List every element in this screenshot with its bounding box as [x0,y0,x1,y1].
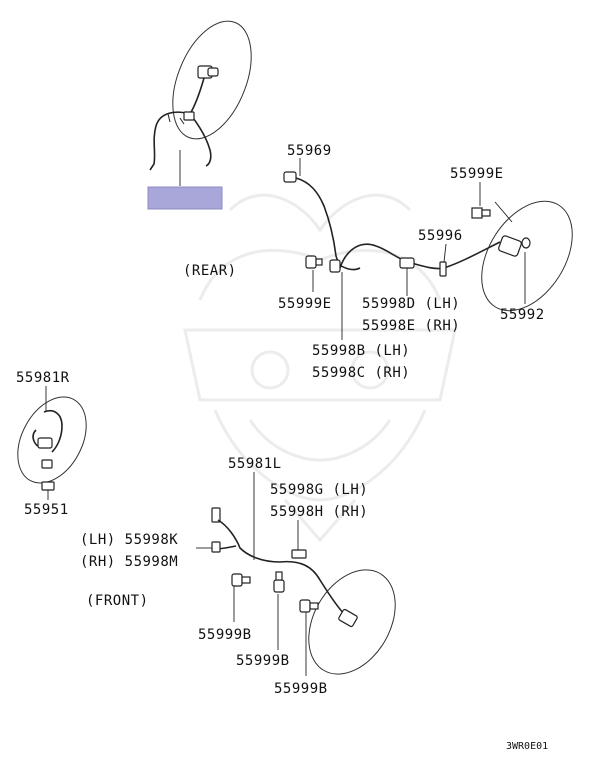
rear-right-sensor-group [283,158,573,340]
label-55999b-1: 55999B [198,627,252,643]
label-55951: 55951 [24,502,69,518]
sensor-55981r [32,410,63,469]
front-hub-ellipse-left [17,396,87,484]
label-55998k: (LH) 55998K [80,532,178,548]
front-hub-ellipse-right [308,569,396,675]
label-55999e-mid: 55999E [278,296,332,312]
label-55998d: 55998D (LH) [362,296,460,312]
label-rear: (REAR) [183,263,237,279]
label-55998m: (RH) 55998M [80,554,178,570]
bolt-55999b-2 [273,571,285,593]
label-55998b: 55998B (LH) [312,343,410,359]
clip-55996 [439,261,447,277]
label-55998e: 55998E (RH) [362,318,460,334]
label-55998g: 55998G (LH) [270,482,368,498]
front-left-sensor-group [196,472,396,676]
bolt-55999b-3 [299,599,319,613]
label-55998c: 55998C (RH) [312,365,410,381]
label-55981l: 55981L [228,456,282,472]
rear-main-harness [339,241,501,270]
clip-55998d [399,257,415,269]
clip-55998g [291,549,307,559]
label-55999b-3: 55999B [274,681,328,697]
label-55999e-top: 55999E [450,166,504,182]
label-55992: 55992 [500,307,545,323]
label-55999b-2: 55999B [236,653,290,669]
rear-harness-wire [149,111,191,171]
sensor-55992 [498,235,531,257]
rear-hub-ellipse [172,20,252,140]
bolt-55999b-1 [231,573,251,587]
rear-left-sensor-group [147,20,252,210]
bolt-55999e-mid [305,255,323,269]
cable-55969 [283,171,341,269]
sensor-55981l [211,507,358,628]
watermark-emblem [183,193,457,543]
rear-right-hub-ellipse [481,200,573,312]
front-right-sensor-group [17,386,87,500]
label-front: (FRONT) [86,593,149,609]
highlight-box[interactable] [147,186,223,210]
diagram-code: 3WR0E01 [506,741,548,752]
label-55981r: 55981R [16,370,70,386]
clip-55998k [211,541,221,553]
bolt-55999e-top [471,207,491,219]
label-55998h: 55998H (RH) [270,504,368,520]
label-55996: 55996 [418,228,463,244]
bolt-55951 [41,481,55,491]
label-55969: 55969 [287,143,332,159]
rear-wheel-speed-sensor [189,65,219,115]
